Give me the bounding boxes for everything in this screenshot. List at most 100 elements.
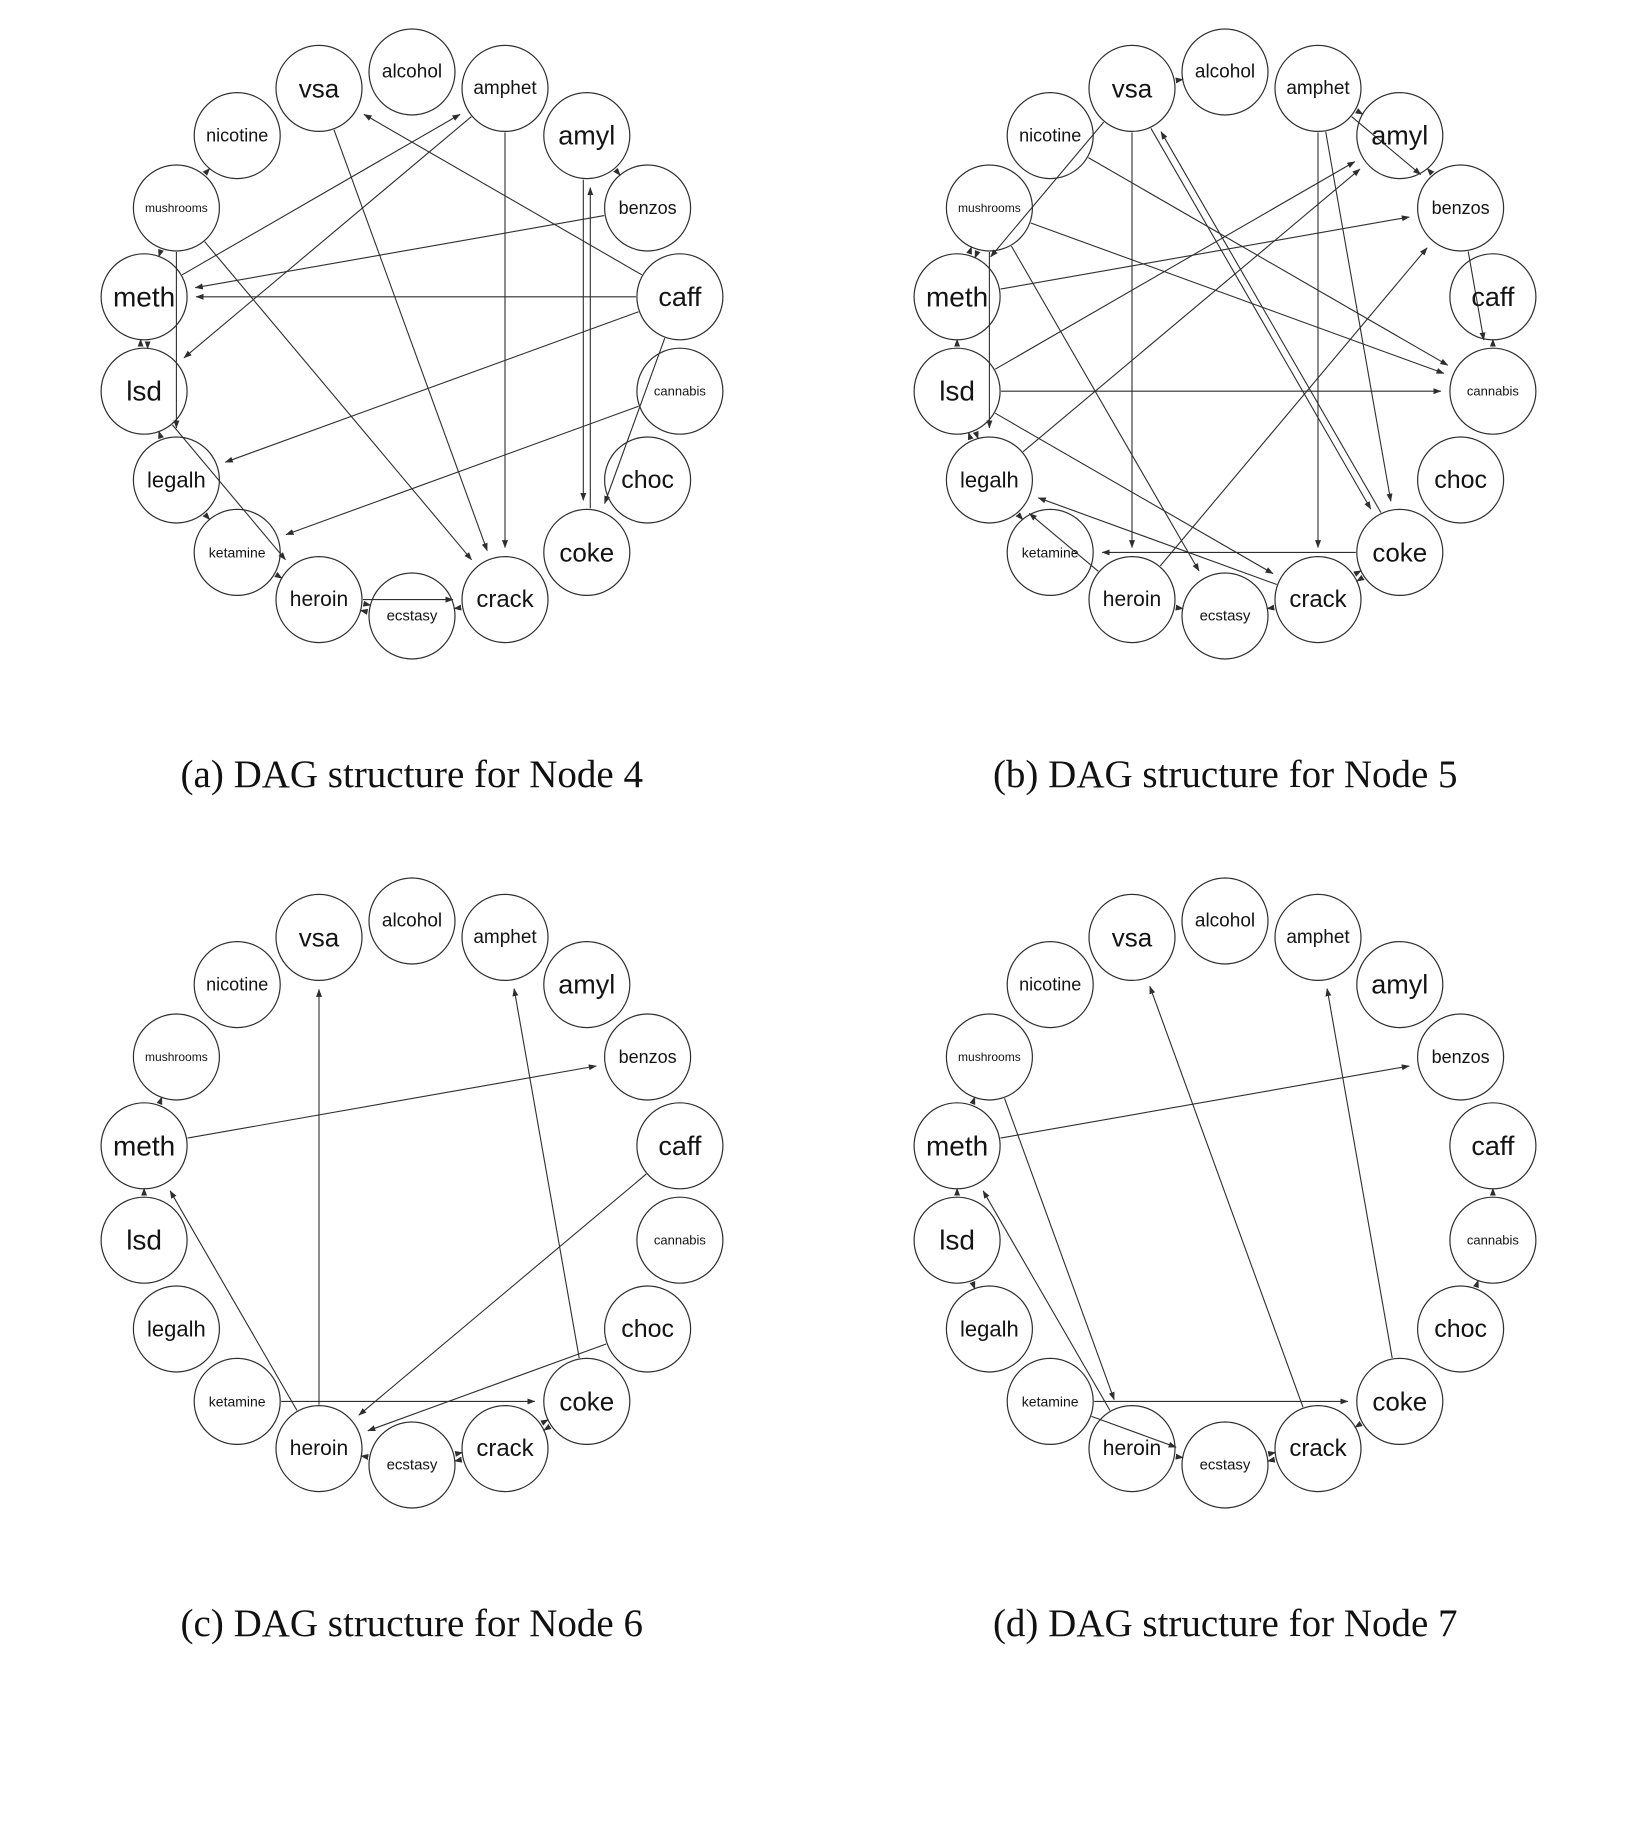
graph-node-choc — [603, 436, 691, 524]
graph-node-label-vsa: vsa — [299, 922, 340, 952]
graph-node-label-alcohol: alcohol — [1195, 62, 1255, 83]
graph-node-label-legalh: legalh — [960, 1317, 1019, 1342]
graph-node-label-crack: crack — [476, 1435, 534, 1462]
graph-node-label-mushrooms: mushrooms — [145, 1050, 208, 1064]
graph-node-label-amyl: amyl — [1372, 970, 1429, 1000]
graph-node-benzos — [603, 164, 691, 252]
graph-node-label-caff: caff — [658, 282, 702, 312]
graph-node-coke — [1356, 508, 1444, 597]
graph-node-benzos — [1417, 1013, 1505, 1101]
graph-node-legalh — [132, 1285, 220, 1373]
graph-edge-benzos-to-meth — [194, 215, 605, 290]
graph-edge-caff-to-legalh — [224, 311, 639, 463]
graph-node-nicotine — [193, 940, 281, 1029]
graph-node-label-mushrooms: mushrooms — [958, 201, 1021, 215]
graph-edge-benzos-to-cannabis — [1467, 251, 1486, 341]
graph-edge-lsd-to-legalh — [968, 431, 974, 441]
graph-edge-crack-to-coke — [1356, 574, 1365, 582]
graph-edge-heroin-to-ketamine — [273, 571, 283, 579]
graph-node-amyl — [542, 940, 631, 1029]
graph-edge-mushrooms-to-meth — [966, 246, 973, 255]
graph-node-heroin — [1088, 1404, 1176, 1493]
graph-node-amphet — [1274, 44, 1362, 133]
graph-edge-meth-to-amphet — [181, 113, 461, 276]
graph-node-label-nicotine: nicotine — [1019, 975, 1081, 995]
graph-node-label-alcohol: alcohol — [382, 62, 442, 83]
graph-edge-crack-to-coke — [542, 1423, 552, 1431]
graph-node-heroin — [1088, 555, 1176, 644]
dag-figure-grid: alcohol amphet amyl benzos caff cannabis choc c… — [20, 12, 1618, 1646]
graph-edge-legalh-to-amyl — [1022, 168, 1361, 453]
graph-node-label-ketamine: ketamine — [209, 1393, 266, 1409]
graph-edge-mushrooms-to-heroin — [1004, 1098, 1115, 1401]
graph-edge-coke-to-amphet — [512, 988, 580, 1359]
graph-node-crack — [1274, 555, 1362, 644]
graph-node-label-choc: choc — [621, 466, 674, 494]
graph-edge-caff-to-heroin — [358, 1173, 647, 1416]
graph-edge-benzos-to-amyl — [612, 167, 621, 176]
graph-node-crack — [461, 1404, 549, 1493]
caption-panel-d: (d) DAG structure for Node 7 — [992, 1602, 1458, 1645]
graph-node-label-mushrooms: mushrooms — [958, 1050, 1021, 1064]
graph-node-label-benzos: benzos — [1432, 198, 1490, 218]
graph-node-cannabis — [636, 1196, 724, 1284]
graph-node-mushrooms — [132, 164, 220, 252]
graph-node-label-meth: meth — [113, 1130, 175, 1161]
graph-node-nicotine — [193, 91, 281, 180]
graph-node-ecstasy — [1181, 1421, 1269, 1509]
graph-node-label-cannabis: cannabis — [1467, 384, 1520, 399]
graph-node-coke — [1356, 1357, 1444, 1446]
graph-node-label-ecstasy: ecstasy — [386, 1457, 437, 1474]
graph-edge-mushrooms-to-meth — [969, 1096, 976, 1105]
graph-edge-meth-to-benzos — [187, 1064, 597, 1139]
graph-edge-crack-to-vsa — [1149, 985, 1304, 1408]
graph-node-label-amyl: amyl — [558, 121, 615, 151]
graph-edge-mushrooms-to-cannabis — [1030, 222, 1445, 374]
graph-node-label-amyl: amyl — [1372, 121, 1429, 151]
graph-edge-coke-to-crack — [1353, 570, 1362, 577]
graph-node-label-vsa: vsa — [1112, 922, 1153, 952]
graph-node-label-nicotine: nicotine — [206, 975, 268, 995]
graph-node-ecstasy — [368, 1421, 456, 1509]
graph-node-label-lsd: lsd — [939, 376, 975, 407]
graph-node-amphet — [1274, 893, 1362, 982]
graph-node-label-ecstasy: ecstasy — [1200, 608, 1251, 625]
graph-node-label-legalh: legalh — [147, 468, 206, 493]
graph-node-label-amphet: amphet — [1287, 78, 1351, 99]
graph-node-label-benzos: benzos — [618, 198, 676, 218]
graph-node-benzos — [603, 1013, 691, 1101]
graph-node-label-mushrooms: mushrooms — [145, 201, 208, 215]
graph-node-alcohol — [368, 877, 456, 965]
graph-node-choc — [1417, 1285, 1505, 1373]
graph-node-vsa — [275, 893, 363, 982]
graph-node-meth — [100, 253, 188, 341]
graph-node-coke — [542, 1357, 631, 1446]
graph-edge-ketamine-to-legalh — [1015, 512, 1024, 521]
graph-node-label-alcohol: alcohol — [1195, 911, 1255, 932]
graph-node-label-meth: meth — [926, 281, 988, 312]
graph-node-label-coke: coke — [559, 1386, 614, 1416]
graph-node-crack — [1274, 1404, 1362, 1493]
graph-edge-amyl-to-amphet — [1355, 108, 1364, 115]
graph-node-ketamine — [1006, 508, 1095, 597]
graph-edge-coke-to-crack — [540, 1419, 549, 1426]
graph-edge-caff-to-coke — [603, 337, 666, 504]
graph-node-alcohol — [1181, 877, 1269, 965]
graph-edge-choc-to-heroin — [367, 1343, 607, 1432]
graph-node-label-meth: meth — [926, 1130, 988, 1161]
graph-node-ketamine — [193, 1357, 281, 1446]
graph-node-crack — [461, 555, 549, 644]
graph-node-label-ketamine: ketamine — [1022, 544, 1079, 560]
graph-edge-heroin-to-meth — [169, 1190, 298, 1411]
graph-node-label-benzos: benzos — [618, 1047, 676, 1067]
graph-node-choc — [603, 1285, 691, 1373]
caption-panel-a: (a) DAG structure for Node 4 — [180, 753, 643, 796]
graph-node-label-heroin: heroin — [290, 1437, 348, 1460]
graph-edge-lsd-to-heroin — [171, 424, 286, 561]
graph-edge-coke-to-vsa — [1160, 131, 1382, 513]
graph-node-choc — [1417, 436, 1505, 524]
graph-node-vsa — [1088, 893, 1176, 982]
